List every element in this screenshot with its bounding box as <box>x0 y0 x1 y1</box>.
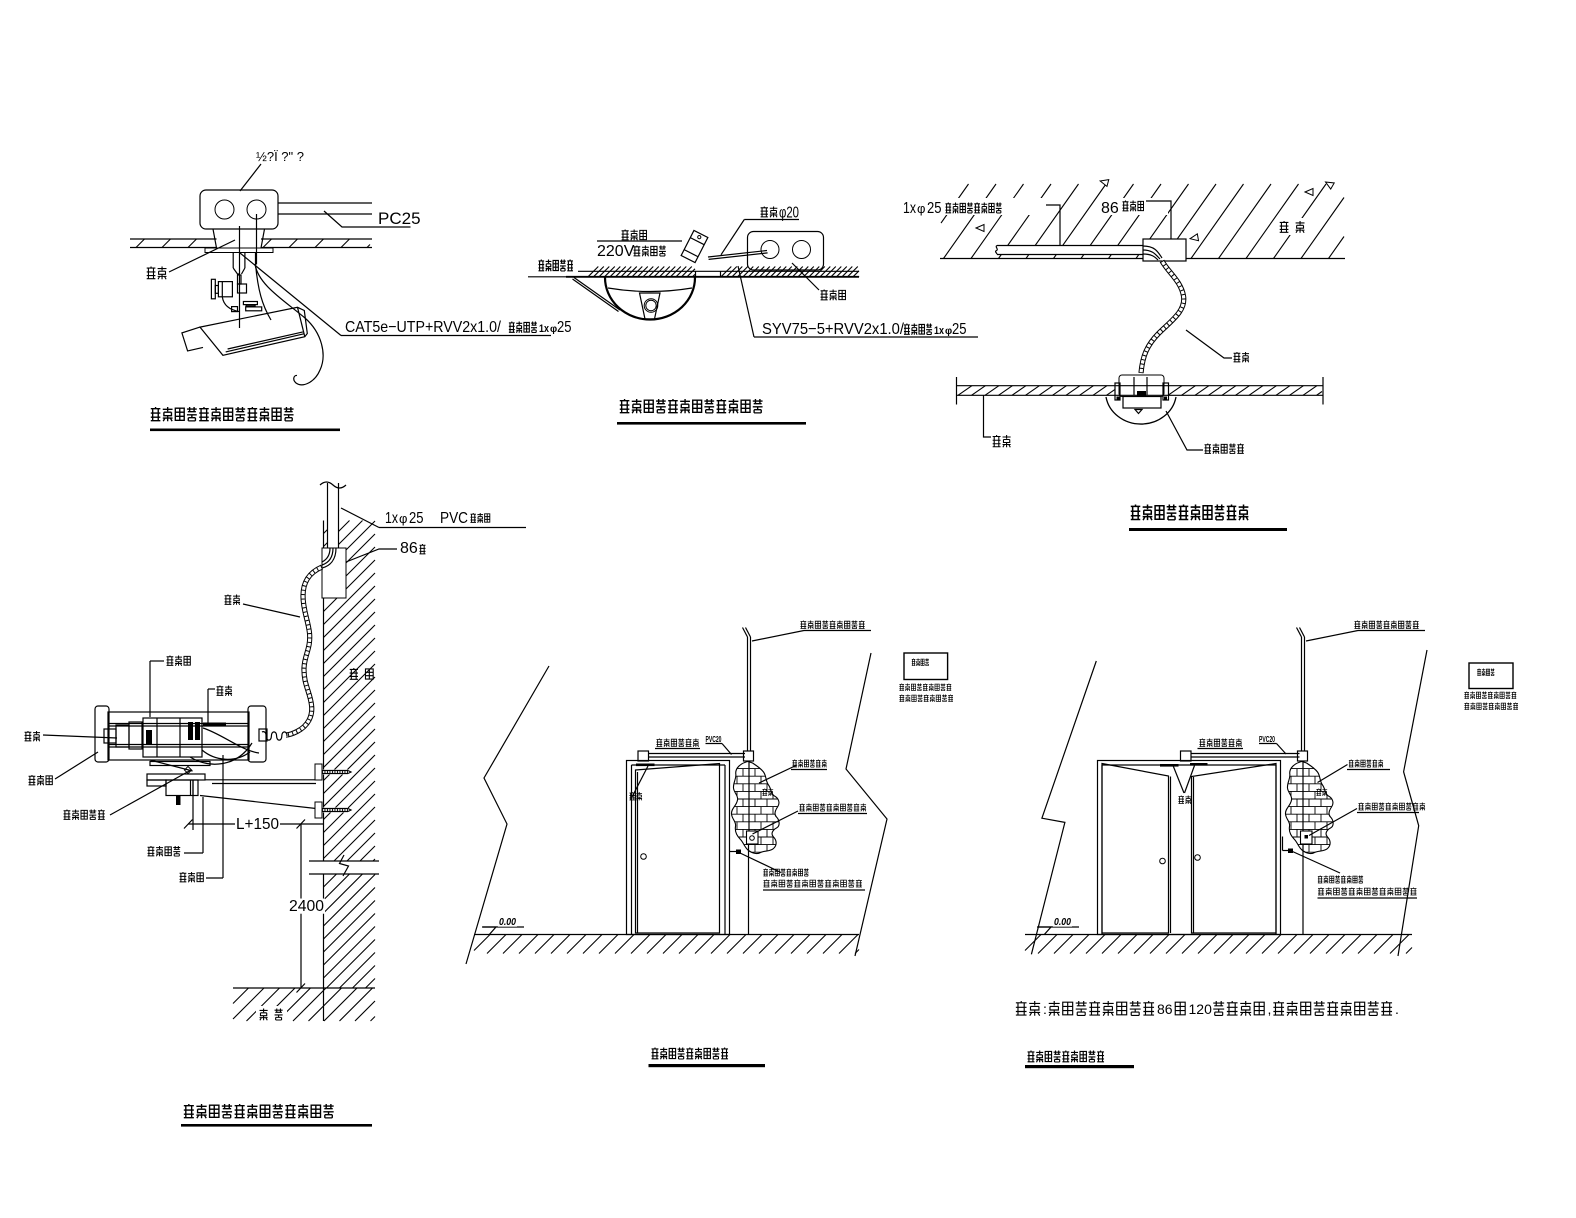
svg-text:1x: 1x <box>385 510 398 527</box>
svg-text:0.00: 0.00 <box>499 917 516 928</box>
svg-text:2400: 2400 <box>289 898 324 915</box>
svg-text:25: 25 <box>409 510 424 527</box>
svg-text:PVC20: PVC20 <box>1259 735 1275 744</box>
svg-text:1x: 1x <box>903 200 916 217</box>
svg-text:SYV75−5+RVV2x1.0/: SYV75−5+RVV2x1.0/ <box>762 321 905 338</box>
svg-text:CAT5e−UTP+RVV2x1.0/: CAT5e−UTP+RVV2x1.0/ <box>345 319 501 336</box>
svg-text:25: 25 <box>927 200 942 217</box>
svg-text:φ20: φ20 <box>779 205 799 222</box>
svg-text:0.00: 0.00 <box>1054 917 1071 928</box>
svg-text:PC25: PC25 <box>378 209 421 228</box>
svg-text:½?Ï ?" ?: ½?Ï ?" ? <box>256 149 304 164</box>
svg-text:φ: φ <box>399 511 407 526</box>
svg-text:25: 25 <box>557 319 572 336</box>
svg-text:86: 86 <box>1101 200 1119 217</box>
svg-text:220V: 220V <box>597 243 635 260</box>
svg-text:φ: φ <box>945 326 952 337</box>
svg-text:,: , <box>1268 1001 1272 1017</box>
svg-text::: : <box>1043 1001 1047 1017</box>
svg-text:L+150: L+150 <box>236 816 279 833</box>
svg-text:φ: φ <box>550 324 557 335</box>
svg-text:φ: φ <box>917 201 925 216</box>
svg-text:1x: 1x <box>539 323 550 335</box>
svg-text:.: . <box>1395 1001 1399 1017</box>
svg-text:86: 86 <box>1157 1001 1173 1017</box>
svg-text:120: 120 <box>1189 1001 1213 1017</box>
svg-text:PVC20: PVC20 <box>706 735 722 744</box>
svg-text:PVC: PVC <box>440 510 468 527</box>
svg-text:86: 86 <box>400 540 418 557</box>
svg-text:1x: 1x <box>934 325 945 337</box>
svg-text:25: 25 <box>952 321 967 338</box>
